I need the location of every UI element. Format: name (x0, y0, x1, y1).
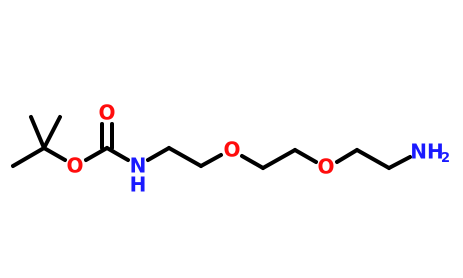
bond-ch2-to-ether-oxygen-1 (199, 153, 223, 168)
atom-ester-oxygen: O (66, 154, 83, 178)
atom-carbonyl-oxygen: O (98, 101, 115, 125)
atom-amine-subscript: 2 (441, 151, 450, 166)
bond-ether-oxygen-1-to-ch2 (240, 154, 265, 170)
bond-ch2-ch2-1 (167, 146, 203, 168)
bond-ch2-ch2-2 (261, 148, 297, 170)
bond-tbu-to-ester-oxygen (42, 146, 67, 162)
bond-tbu-methyl-left (11, 146, 46, 168)
bond-ch2-ch2-3 (355, 148, 391, 170)
atom-ether-oxygen-1: O (223, 138, 240, 162)
atom-amide-hydrogen: H (130, 173, 147, 197)
bond-tbu-methyl-top-right (42, 115, 62, 150)
bond-carbonyl-to-nitrogen (105, 146, 130, 162)
bond-ch2-to-amine (387, 155, 412, 170)
atom-amide-nitrogen: N (130, 154, 147, 178)
bond-ether-oxygen-2-to-ch2 (335, 148, 359, 164)
bond-ester-oxygen-to-carbonyl (84, 146, 109, 162)
atom-amine-group: NH (410, 140, 443, 164)
bond-tbu-methyl-top-left (29, 115, 46, 150)
bond-ch2-to-ether-oxygen-2 (293, 148, 318, 164)
atom-ether-oxygen-2: O (317, 155, 334, 179)
bond-nitrogen-to-ch2 (146, 146, 171, 162)
